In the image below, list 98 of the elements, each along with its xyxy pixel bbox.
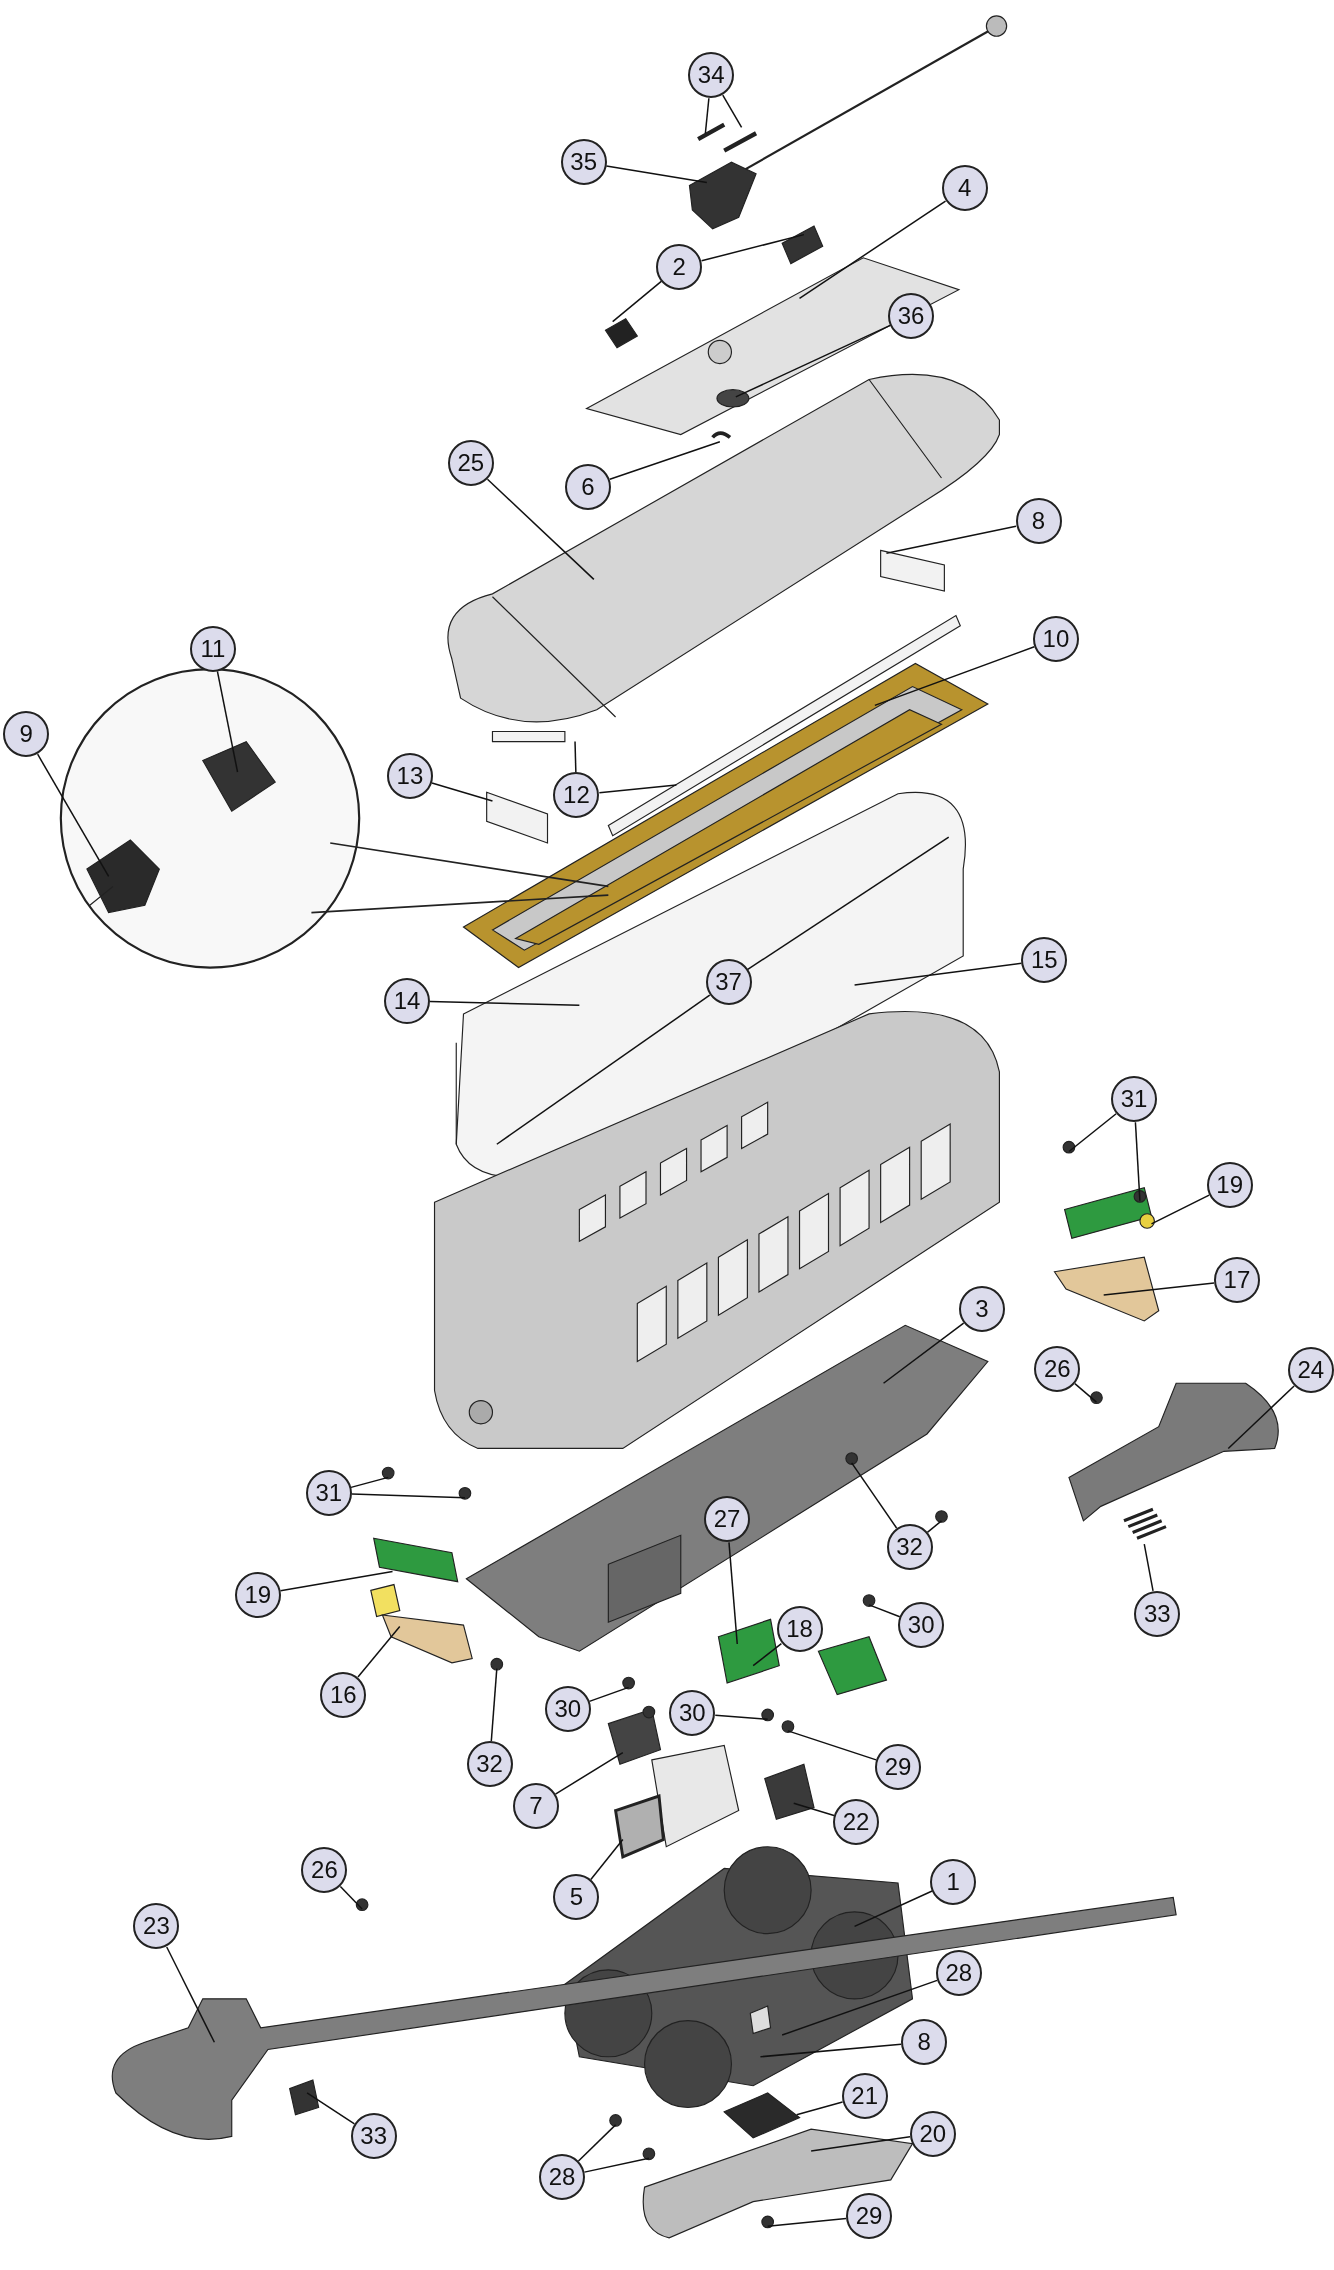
callout-number: 33 [1134, 1590, 1181, 1637]
leader-line [350, 1476, 389, 1489]
leader-line [874, 645, 1036, 707]
callout-number: 30 [898, 1602, 945, 1649]
leader-line [486, 478, 595, 581]
callout-number: 33 [350, 2113, 397, 2160]
leader-line [1150, 1194, 1210, 1225]
callout-number: 19 [234, 1571, 281, 1618]
leader-line [590, 1838, 624, 1881]
leader-line [279, 1570, 394, 1592]
leader-line [577, 2124, 617, 2162]
leader-line [798, 200, 947, 300]
callout-number: 18 [776, 1606, 823, 1653]
leader-line [165, 1946, 216, 2044]
leader-line [306, 2092, 356, 2125]
leader-line [1143, 1543, 1154, 1592]
callout-number: 15 [1021, 937, 1068, 984]
leader-line [339, 1885, 363, 1910]
callout-number: 31 [305, 1470, 352, 1517]
callout-number: 32 [886, 1523, 933, 1570]
leader-line [704, 97, 710, 134]
callout-number: 20 [909, 2110, 956, 2157]
callout-number: 4 [941, 165, 988, 212]
callout-number: 29 [875, 1744, 921, 1791]
leader-line [496, 994, 711, 1145]
leader-line [605, 165, 708, 184]
callout-number: 5 [553, 1874, 600, 1921]
leader-line [868, 1604, 901, 1618]
leader-line [747, 836, 950, 971]
callout-number: 25 [447, 440, 494, 487]
leader-line [853, 1890, 933, 1928]
leader-line [490, 1667, 498, 1742]
leader-line [853, 962, 1023, 986]
callout-number: 22 [833, 1799, 879, 1846]
leader-line [351, 1493, 466, 1499]
leader-line [728, 1541, 738, 1645]
callout-number: 2 [656, 243, 703, 290]
leader-line [588, 1686, 630, 1703]
callout-number: 14 [384, 977, 430, 1024]
leader-line [431, 782, 494, 802]
callout-number: 10 [1032, 615, 1079, 662]
callout-number: 29 [846, 2193, 893, 2240]
leader-line [598, 784, 678, 794]
leader-line [885, 525, 1017, 555]
callout-number: 30 [544, 1686, 591, 1733]
callout-number: 1 [930, 1858, 977, 1905]
callout-number: 21 [841, 2072, 888, 2119]
leader-line [429, 1000, 581, 1006]
leader-line [1134, 1121, 1141, 1202]
callout-number: 19 [1206, 1161, 1253, 1208]
leader-line [759, 2043, 902, 2058]
callout-number: 17 [1213, 1257, 1260, 1304]
callout-number: 8 [901, 2019, 948, 2066]
callout-number: 6 [565, 463, 612, 510]
callout-number: 26 [301, 1846, 348, 1893]
leader-line [787, 1730, 877, 1761]
callout-number: 16 [320, 1671, 367, 1718]
callout-number: 28 [935, 1949, 982, 1996]
leader-line [714, 1714, 769, 1721]
callout-number: 9 [3, 711, 50, 758]
leader-line [1227, 1385, 1295, 1450]
leader-line [793, 1802, 835, 1817]
leader-line [735, 324, 891, 398]
leader-line [36, 753, 110, 878]
leader-line [609, 441, 721, 480]
leader-line [795, 2101, 844, 2116]
callout-number: 8 [1015, 498, 1062, 545]
leader-line [722, 94, 743, 129]
callout-number: 11 [189, 625, 236, 672]
callout-number: 35 [560, 139, 607, 186]
leader-line [583, 2157, 650, 2173]
leader-line [216, 670, 239, 773]
leader-line [357, 1625, 401, 1678]
callout-number: 13 [386, 753, 433, 800]
callout-number: 24 [1287, 1347, 1334, 1394]
leader-line [554, 1751, 624, 1795]
leader-line [1102, 1282, 1215, 1296]
leader-line [766, 2217, 847, 2227]
callout-number: 34 [688, 52, 735, 99]
leader-line [574, 740, 577, 773]
leader-line [926, 1520, 943, 1534]
leader-line [850, 1462, 898, 1529]
callout-number: 31 [1111, 1076, 1158, 1123]
callout-number: 32 [466, 1741, 513, 1788]
callout-number: 7 [512, 1783, 559, 1830]
leader-line [1074, 1382, 1098, 1403]
leader-line [611, 280, 663, 323]
callout-number: 3 [959, 1286, 1006, 1333]
callout-number: 12 [553, 772, 600, 819]
callout-number: 30 [669, 1690, 716, 1737]
leader-line [752, 1642, 783, 1667]
callout-number: 23 [133, 1903, 180, 1950]
leader-line [700, 233, 805, 262]
callout-number: 26 [1034, 1345, 1081, 1392]
leader-line [810, 2136, 911, 2152]
leader-line [882, 1322, 965, 1384]
callout-number: 28 [539, 2153, 585, 2200]
leader-line [1068, 1112, 1117, 1153]
